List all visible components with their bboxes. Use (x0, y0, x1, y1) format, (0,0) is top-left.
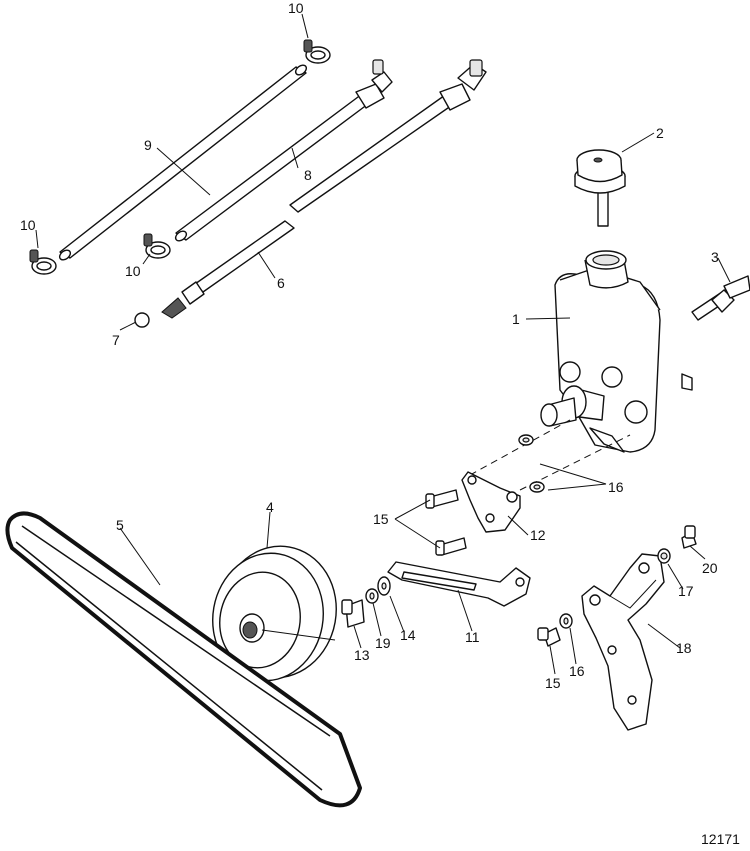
drive-belt-5 (5, 511, 362, 808)
washer-19 (365, 588, 379, 604)
hose-clamp-10-top (303, 39, 331, 64)
callout-15-lower: 15 (545, 675, 561, 691)
callout-8: 8 (304, 167, 312, 183)
pulley-4 (212, 545, 337, 682)
callout-19: 19 (375, 635, 391, 651)
callout-15-upper: 15 (373, 511, 389, 527)
callout-10-top: 10 (288, 0, 304, 16)
bolt-13 (341, 599, 365, 628)
callout-12: 12 (530, 527, 546, 543)
callout-4: 4 (266, 499, 274, 515)
power-steering-pump-1 (540, 250, 693, 453)
callout-5: 5 (116, 517, 124, 533)
callout-13: 13 (354, 647, 370, 663)
bracket-11 (387, 561, 531, 607)
fitting-3 (691, 275, 750, 321)
hose-clamp-10-left (29, 249, 57, 275)
callout-16-upper: 16 (608, 479, 624, 495)
callout-1: 1 (512, 311, 520, 327)
callout-6: 6 (277, 275, 285, 291)
reservoir-cap-2 (574, 149, 626, 227)
callout-2: 2 (656, 125, 664, 141)
callout-17: 17 (678, 583, 694, 599)
callout-7: 7 (112, 332, 120, 348)
callout-10-center: 10 (125, 263, 141, 279)
o-ring-7 (134, 312, 150, 328)
hose-9 (58, 64, 308, 261)
callout-14: 14 (400, 627, 416, 643)
callout-10-left: 10 (20, 217, 36, 233)
callout-11: 11 (465, 629, 480, 645)
hose-8 (174, 59, 393, 242)
bolts-15-upper (425, 489, 467, 556)
bolt-20 (681, 525, 697, 549)
figure-number: 12171 (701, 831, 740, 847)
bracket-18 (581, 553, 665, 731)
hose-6 (161, 59, 487, 319)
washer-16-lower (559, 613, 573, 629)
callout-labels: 10 9 8 10 10 6 7 2 3 1 4 5 15 12 16 11 1… (20, 0, 740, 847)
callout-16-lower: 16 (569, 663, 585, 679)
assembly-lines (469, 419, 631, 491)
washer-14 (377, 576, 391, 596)
callout-3: 3 (711, 249, 719, 265)
spacer-17 (657, 548, 671, 564)
callout-9: 9 (144, 137, 152, 153)
callout-18: 18 (676, 640, 692, 656)
leader-lines (35, 13, 731, 675)
callout-20: 20 (702, 560, 718, 576)
hose-clamp-10-center (143, 233, 171, 259)
bolt-15-lower (537, 627, 561, 647)
washer-16-upper (518, 434, 545, 493)
bracket-12 (461, 471, 521, 533)
